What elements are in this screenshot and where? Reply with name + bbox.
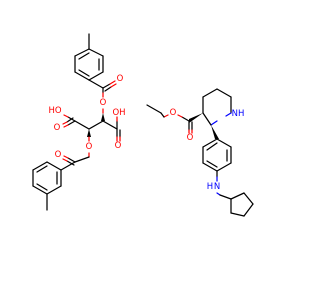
upper-stereo-wedge	[101, 113, 105, 121]
aryl-stereo-wedge	[211, 125, 219, 139]
acid-oh-left-label: HO	[48, 106, 61, 116]
ethyl-ch2-bond	[160, 112, 165, 118]
chemical-structure-drawing: OH HO O O O O O O O O NH N H	[32, 33, 254, 217]
lower-stereo-wedge	[87, 129, 91, 137]
c2-acid-carbon-bond	[102, 120, 118, 130]
upper-toluoyl-ring	[74, 48, 104, 81]
acid-o-left-label: O	[54, 123, 61, 133]
c2-c3-bond	[88, 120, 104, 130]
ester-stereo-wedge	[189, 113, 203, 123]
c3-acid-carbon-bond	[74, 120, 90, 130]
aniline-n-label: N	[214, 182, 220, 192]
ester-o-lower-label: O	[86, 142, 93, 152]
lower-oester-carbonyl-bond-b	[74, 156, 90, 163]
cyclopentyl-ring	[230, 192, 254, 217]
upper-ring-carbonyl-bond	[88, 79, 104, 89]
structure-canvas: OH HO O O O O O O O O NH N H	[32, 33, 254, 217]
aminophenyl-ring	[202, 138, 232, 172]
carbonyl-o-upper-label: O	[117, 74, 124, 84]
left-acid-co-c	[66, 117, 74, 123]
acid-o-right-label: O	[115, 141, 122, 151]
lower-carbonyl-ring-bond	[60, 161, 76, 171]
upper-co-double-b	[109, 80, 116, 85]
lower-co-double-a	[67, 157, 76, 163]
upper-co-double-d	[110, 83, 117, 88]
lower-co-double-d	[62, 158, 68, 162]
acid-oh-top-label: OH	[112, 108, 125, 118]
piperidine-ring	[202, 88, 232, 126]
left-acid-oh-bond-b	[63, 114, 69, 118]
ester-o-bond	[177, 114, 183, 118]
left-acid-co-b	[63, 124, 69, 128]
ethyl-o-bond	[163, 114, 169, 118]
upper-co-double-a	[102, 83, 111, 89]
ethyl-ester-o-label: O	[170, 108, 177, 118]
left-acid-co-d	[62, 121, 68, 125]
ethyl-carbonyl-o-label: O	[187, 133, 194, 143]
piperidine-nh-label: NH	[232, 109, 245, 119]
left-acid-co-a	[67, 120, 76, 126]
ethyl-ch3-bond	[146, 104, 162, 114]
ester-carbonyl-bond	[181, 116, 190, 122]
aniline-h-label: H	[207, 182, 213, 192]
lower-toluoyl-ring	[32, 161, 62, 195]
ester-o-upper-label: O	[100, 98, 107, 108]
upper-co-double-c	[104, 86, 112, 92]
lower-co-double-c	[66, 160, 75, 166]
amine-cyclopentyl-bond-b	[219, 194, 232, 200]
carbonyl-o-lower-label: O	[55, 150, 62, 160]
lower-co-double-b	[63, 155, 69, 159]
